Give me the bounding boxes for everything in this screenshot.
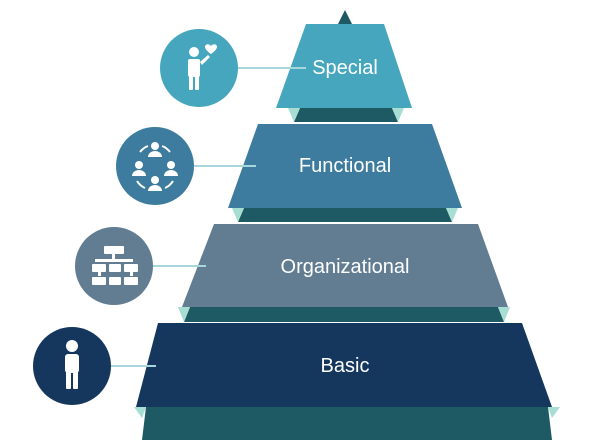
- band-functional: [238, 208, 452, 222]
- band-special: [294, 108, 398, 122]
- tier-label-organizational: Organizational: [280, 256, 410, 278]
- band-basic-right-accent: [548, 407, 560, 418]
- tier-label-functional: Functional: [298, 155, 392, 177]
- tier-label-basic: Basic: [320, 355, 370, 377]
- band-functional-left-accent: [232, 208, 244, 222]
- band-functional-right-accent: [446, 208, 458, 222]
- circle-functional: [116, 127, 194, 205]
- person-icon: [65, 340, 79, 389]
- tier-functional: [228, 124, 462, 208]
- tier-organizational: [182, 224, 508, 307]
- tier-special: [276, 24, 412, 108]
- person-heart-icon: [188, 44, 217, 90]
- band-basic: [142, 407, 552, 440]
- tier-label-special: Special: [312, 57, 378, 79]
- tier-basic: [136, 323, 552, 407]
- band-special-right-accent: [392, 108, 404, 122]
- band-organizational-right-accent: [498, 307, 510, 322]
- band-organizational-left-accent: [178, 307, 190, 322]
- org-chart-icon: [92, 246, 138, 285]
- band-organizational: [184, 307, 504, 322]
- team-network-icon: [132, 142, 178, 191]
- band-special-left-accent: [288, 108, 300, 122]
- band-basic-left-accent: [134, 407, 146, 418]
- pyramid-apex: [338, 10, 352, 24]
